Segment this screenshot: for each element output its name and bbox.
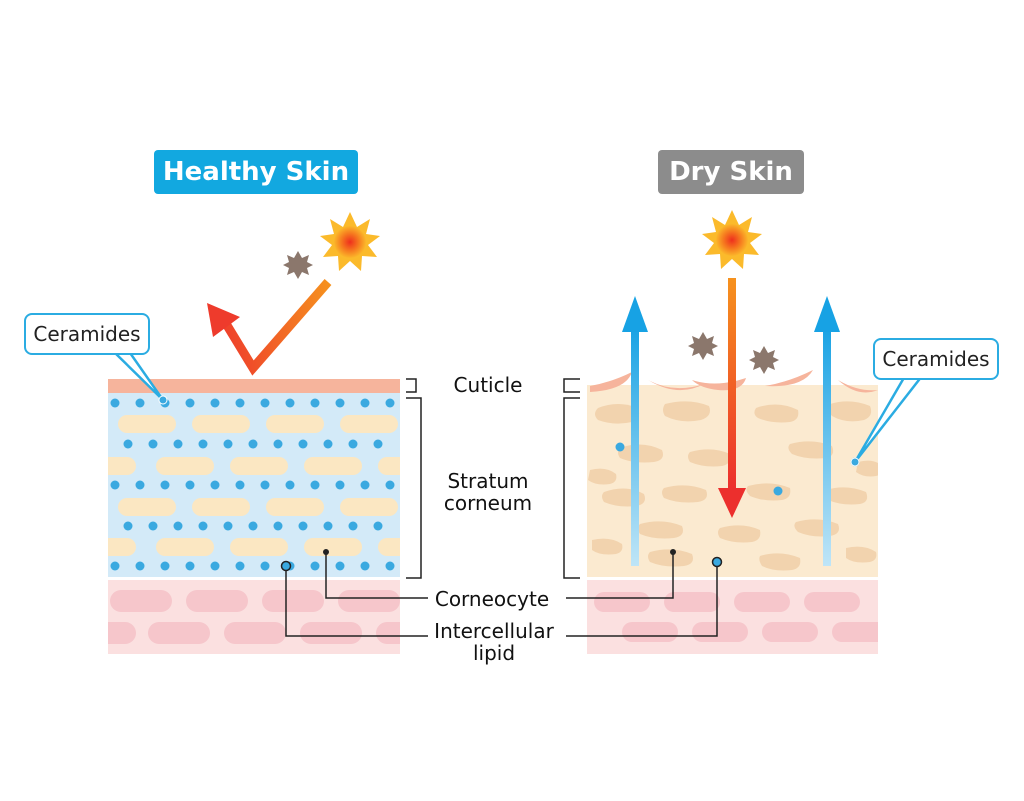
dry-skin-title: Dry Skin	[658, 150, 804, 194]
pollutant-icon	[283, 251, 313, 279]
corneocyte-marker-right	[670, 549, 676, 555]
uv-reflection-arrow-icon	[207, 279, 332, 376]
dry-dermis-cells	[594, 592, 878, 642]
intercellular-lipid-label-line1: Intercellular	[434, 619, 554, 643]
healthy-dermis-cells	[108, 590, 400, 644]
healthy-leader-lines	[285, 552, 428, 637]
stratum-corneum-label-line1: Stratum	[447, 469, 529, 493]
corneocyte-label: Corneocyte	[434, 587, 550, 611]
dry-skin-section	[566, 210, 924, 654]
sun-icon	[702, 210, 762, 269]
uv-ray-arrow-icon	[718, 278, 746, 518]
intercellular-lipid-label: Intercellular lipid	[424, 620, 564, 664]
healthy-corneocytes	[108, 415, 400, 556]
healthy-cuticle-layer	[108, 379, 400, 393]
lipid-marker-left	[280, 560, 292, 572]
cuticle-label: Cuticle	[453, 373, 523, 397]
water-loss-arrow-icon	[622, 296, 840, 566]
corneocyte-marker-left	[323, 549, 329, 555]
ceramides-callout-left: Ceramides	[24, 313, 150, 355]
stratum-corneum-label: Stratum corneum	[432, 470, 544, 514]
healthy-skin-section	[108, 212, 428, 654]
intercellular-lipid-label-line2: lipid	[472, 641, 516, 665]
dry-dermis-layer	[587, 580, 878, 654]
pollutant-icon	[688, 332, 779, 374]
healthy-lipid-dots	[110, 398, 395, 571]
ceramides-callout-right: Ceramides	[873, 338, 999, 380]
healthy-skin-title: Healthy Skin	[154, 150, 358, 194]
stratum-corneum-label-line2: corneum	[443, 491, 533, 515]
layer-brackets	[406, 378, 580, 579]
lipid-marker-right	[711, 556, 723, 568]
dry-leader-lines	[566, 552, 718, 637]
sun-icon	[320, 212, 380, 271]
